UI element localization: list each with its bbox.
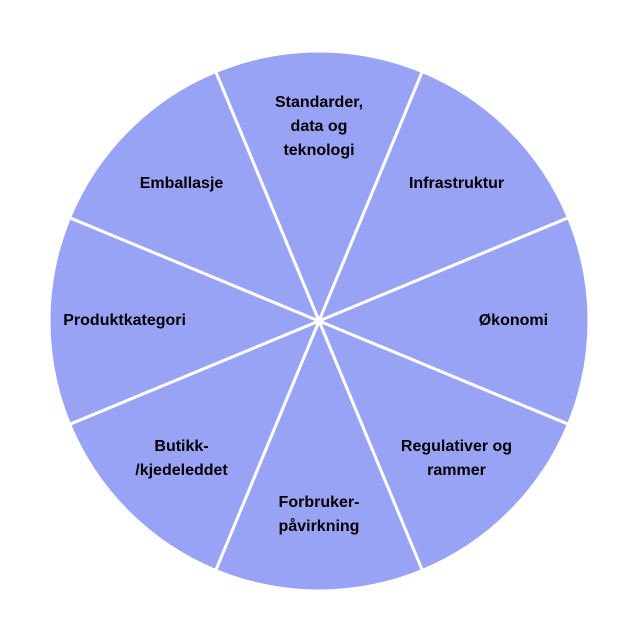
- segment-emballasje-label: Emballasje: [140, 172, 224, 196]
- segment-infrastruktur-label: Infrastruktur: [409, 172, 504, 196]
- segment-standarder-label-line: teknologi: [283, 141, 355, 159]
- segment-standarder-label: Standarder, data og teknologi: [275, 91, 363, 163]
- segment-emballasje-label-line: Emballasje: [139, 174, 224, 192]
- segment-produktkategori-label: Produktkategori: [63, 309, 186, 333]
- segment-standarder-label-line: data og: [290, 117, 348, 135]
- segment-okonomi: [317, 216, 591, 426]
- segment-produktkategori-label-line: Produktkategori: [63, 312, 186, 329]
- segment-infrastruktur-label-line: Infrastruktur: [408, 174, 505, 192]
- segment-produktkategori: [47, 216, 321, 426]
- segment-okonomi-label-line: Økonomi: [478, 312, 549, 329]
- segment-okonomi-label: Økonomi: [479, 309, 548, 333]
- segment-forbruker-label-line: påvirkning: [278, 518, 360, 536]
- segment-butikk: [68, 319, 321, 572]
- segment-standarder-label-line: Standarder,: [274, 93, 364, 111]
- segment-butikk-label-line: Butikk-: [154, 437, 209, 455]
- segment-emballasje: [68, 70, 321, 323]
- segment-standarder: [214, 49, 424, 323]
- segment-forbruker: [214, 319, 424, 593]
- segment-butikk-label: Butikk- /kjedeleddet: [135, 435, 227, 483]
- segment-regulativer-label-line: rammer: [427, 461, 486, 479]
- segment-regulativer-label-line: Regulativer og: [400, 437, 513, 455]
- segment-butikk-label-line: /kjedeleddet: [135, 461, 228, 479]
- segment-regulativer: [317, 319, 570, 572]
- segment-infrastruktur: [317, 70, 570, 323]
- segment-regulativer-label: Regulativer og rammer: [401, 435, 512, 483]
- segment-forbruker-label: Forbruker-påvirkning: [279, 491, 360, 539]
- segment-forbruker-label-line: Forbruker-: [278, 494, 360, 512]
